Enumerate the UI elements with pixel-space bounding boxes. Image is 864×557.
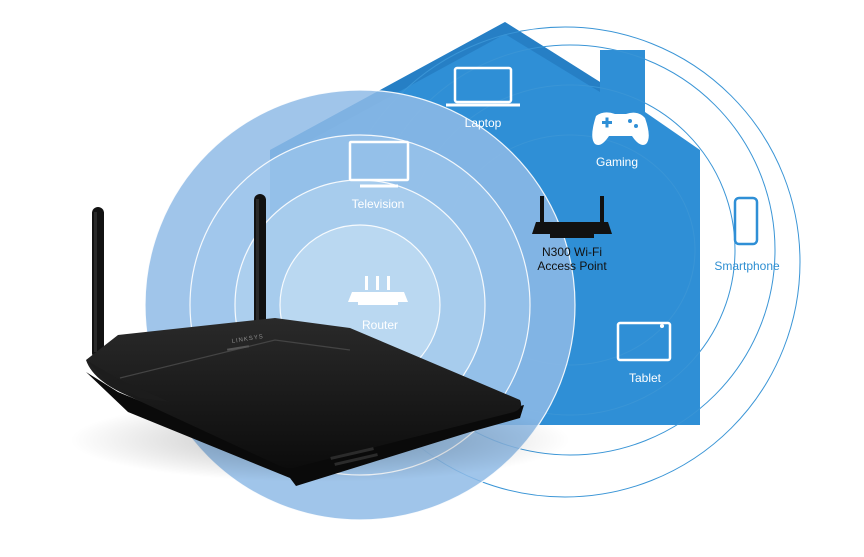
smartphone-icon bbox=[733, 196, 759, 246]
laptop-label: Laptop bbox=[465, 116, 502, 130]
hardware-highlight bbox=[119, 339, 351, 379]
brand-text: LINKSYS bbox=[231, 334, 264, 345]
tablet-label: Tablet bbox=[629, 371, 662, 385]
television-label: Television bbox=[352, 197, 405, 211]
router-icon bbox=[348, 276, 408, 305]
access-point-icon bbox=[532, 196, 612, 238]
gaming-label: Gaming bbox=[596, 155, 638, 169]
device-router: Router bbox=[348, 276, 408, 332]
device-television: Television bbox=[348, 140, 410, 211]
brand-logo: LINKSYS bbox=[226, 334, 264, 351]
access-point-hardware: LINKSYS bbox=[70, 194, 570, 486]
tablet-icon bbox=[616, 321, 672, 362]
device-tablet: Tablet bbox=[616, 321, 672, 385]
antenna-left bbox=[92, 207, 104, 359]
antenna-right bbox=[254, 194, 266, 354]
access-point-label-line2: Access Point bbox=[537, 259, 607, 273]
front-vents bbox=[330, 447, 378, 466]
hardware-top bbox=[86, 318, 522, 468]
access-point-label-line1: N300 Wi-Fi bbox=[542, 245, 602, 259]
television-icon bbox=[348, 140, 410, 188]
smartphone-label: Smartphone bbox=[714, 259, 780, 273]
laptop-icon bbox=[446, 66, 520, 107]
device-laptop: Laptop bbox=[446, 66, 520, 130]
device-access-point: N300 Wi-Fi Access Point bbox=[532, 196, 612, 273]
router-label: Router bbox=[362, 318, 398, 332]
device-smartphone: Smartphone bbox=[714, 196, 780, 273]
device-gaming: Gaming bbox=[592, 112, 649, 169]
